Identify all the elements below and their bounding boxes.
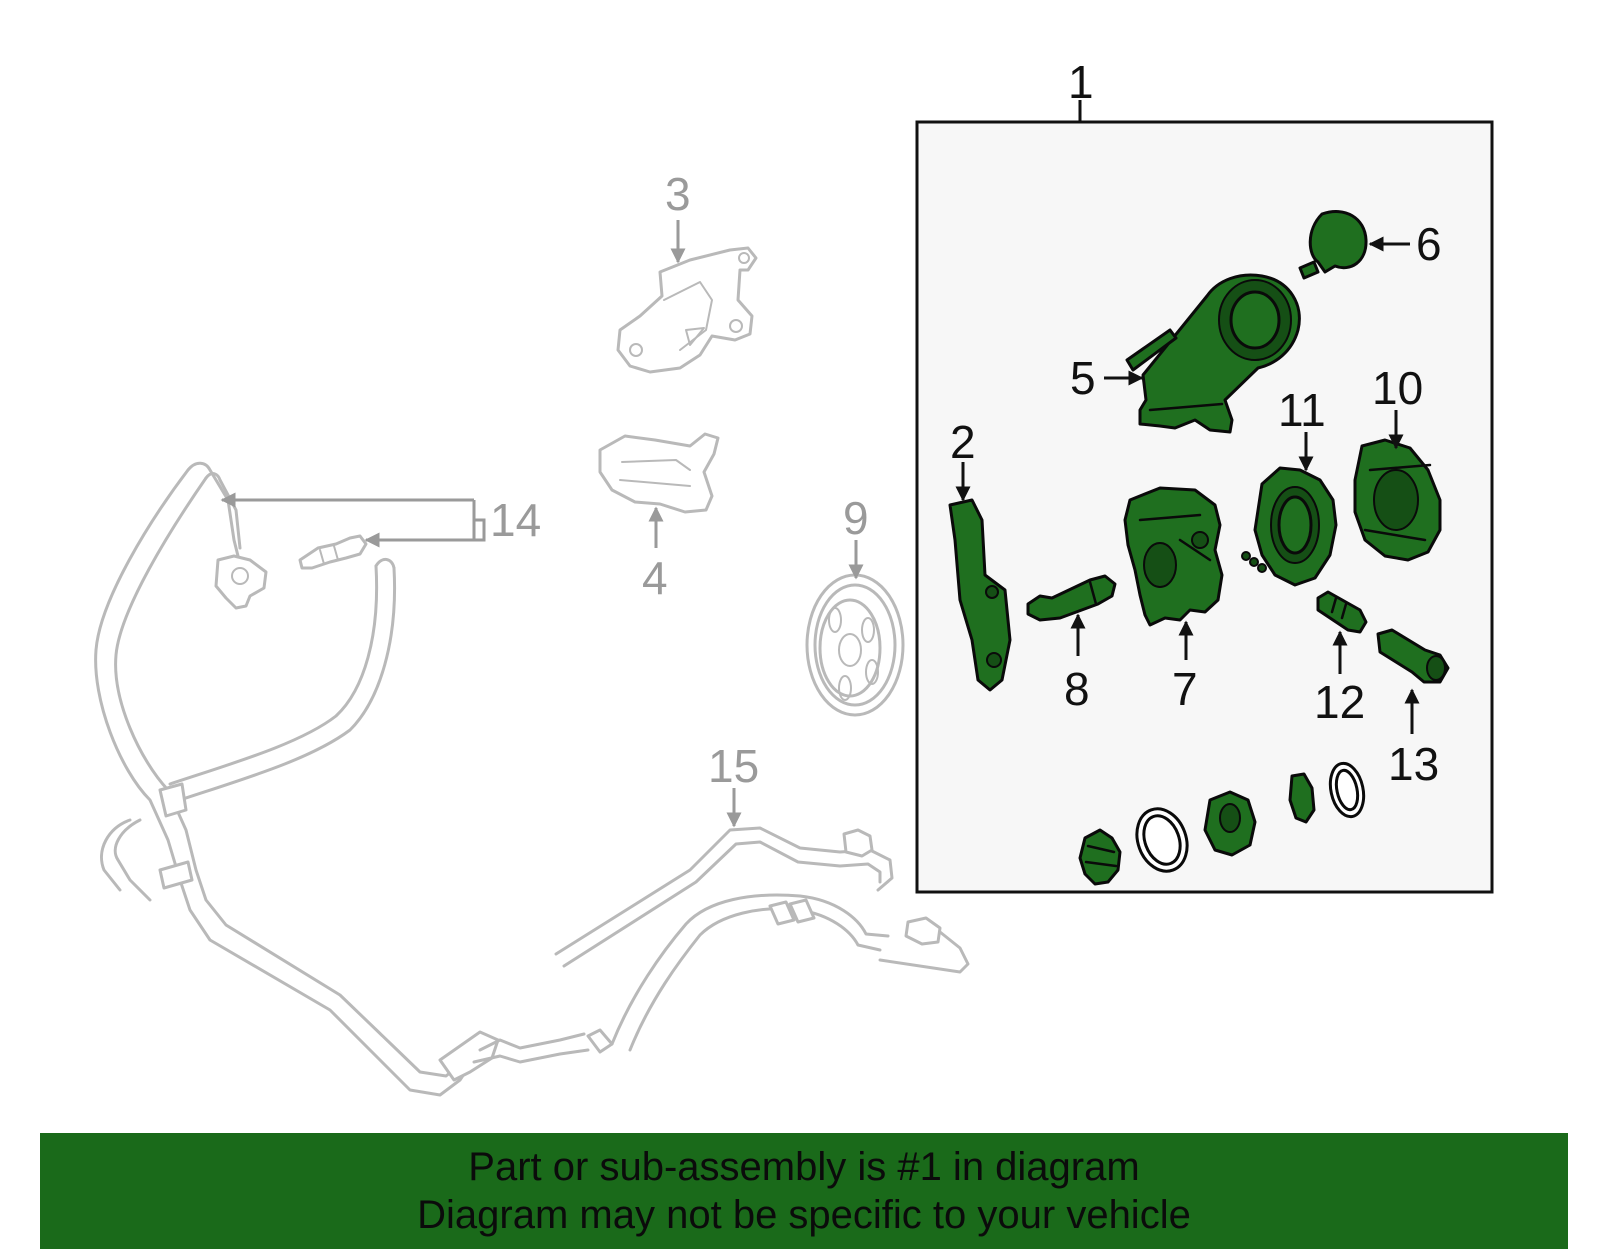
part-o-ring-small[interactable] [1326,760,1369,819]
part-7-pump-body[interactable] [1123,486,1224,627]
callout-9: 9 [843,492,869,544]
part-2-bracket[interactable] [948,498,1012,692]
callout-1: 1 [1068,56,1094,108]
part-side-plate[interactable] [1288,772,1316,824]
part-4-lower-bracket[interactable] [598,432,720,514]
part-small-bolts [1241,551,1267,573]
callout-12: 12 [1314,676,1365,728]
part-3-upper-bracket[interactable] [616,246,758,374]
callout-10: 10 [1372,362,1423,414]
callout-6: 6 [1416,218,1442,270]
callout-14: 14 [490,494,541,546]
part-8-connector[interactable] [1026,574,1117,622]
part-gear-rotor[interactable] [1078,828,1122,886]
part-12-valve-spool[interactable] [1316,590,1368,634]
part-5-reservoir[interactable] [1125,273,1301,434]
part-10-cover-plate[interactable] [1353,438,1442,562]
callout-11: 11 [1278,384,1326,436]
callout-3: 3 [665,168,691,220]
part-6-reservoir-cap[interactable] [1298,210,1368,280]
callout-15: 15 [708,740,759,792]
callout-7: 7 [1172,663,1198,715]
callout-8: 8 [1064,663,1090,715]
part-14-hose-fitting [298,534,368,570]
footer-banner: Part or sub-assembly is #1 in diagram Di… [40,1133,1568,1249]
callout-13: 13 [1388,738,1439,790]
callout-2: 2 [950,416,976,468]
part-cam-ring[interactable] [1203,790,1257,857]
part-o-ring-large[interactable] [1129,802,1196,879]
footer-line-1: Part or sub-assembly is #1 in diagram [468,1145,1140,1189]
part-14-pressure-hose[interactable] [94,461,590,1097]
footer-line-2: Diagram may not be specific to your vehi… [417,1193,1191,1237]
callout-5: 5 [1070,352,1096,404]
part-13-fitting[interactable] [1376,628,1450,684]
part-15-return-hose[interactable] [554,826,970,1054]
part-9-pulley[interactable] [805,573,905,717]
callout-4: 4 [642,552,668,604]
